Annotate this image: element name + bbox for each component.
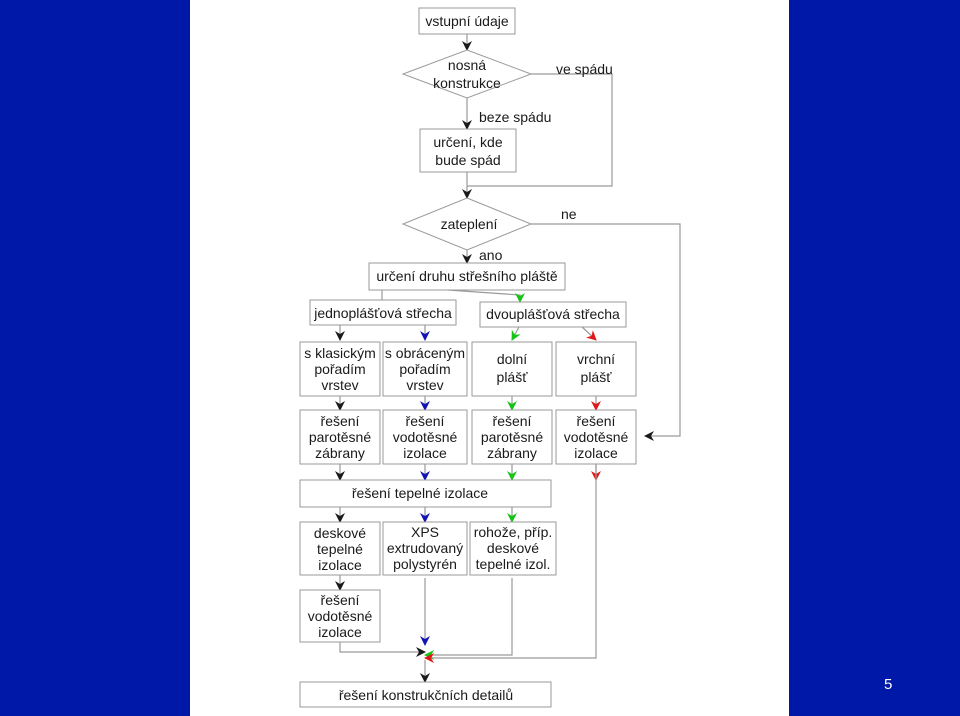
node-inverted-line-3: vrstev <box>406 377 443 393</box>
node-inverted-line-2: pořadím <box>399 361 450 377</box>
edge-label-yes: ano <box>479 247 503 263</box>
node-details: řešení konstrukčních detailů <box>299 681 552 708</box>
node-water-1: řešení vodotěsné izolace <box>382 409 468 465</box>
node-inverted: s obráceným pořadím vrstev <box>382 341 468 397</box>
decision-insulation-label: zateplení <box>441 216 498 232</box>
node-classic-line-1: s klasickým <box>304 345 376 361</box>
edge-sloped <box>467 73 613 187</box>
edge-water2-details <box>424 464 597 663</box>
node-xps-line-1: XPS <box>411 524 439 540</box>
node-vapor-2: řešení parotěsné zábrany <box>471 409 553 465</box>
connectors <box>335 34 681 683</box>
node-inverted-line-1: s obráceným <box>385 345 465 361</box>
node-vapor-1: řešení parotěsné zábrany <box>299 409 381 465</box>
node-boards: deskové tepelné izolace <box>299 521 381 576</box>
node-lower: dolní plášť <box>471 341 553 397</box>
decision-bearing-line-1: nosná <box>448 57 486 73</box>
node-boards-line-2: tepelné <box>317 541 363 557</box>
node-roof-type-label: určení druhu střešního pláště <box>376 268 558 284</box>
node-xps: XPS extrudovaný polystyrén <box>382 521 468 576</box>
node-mats-line-1: rohože, příp. <box>474 524 553 540</box>
node-upper-line-1: vrchní <box>577 351 615 367</box>
node-water-2: řešení vodotěsné izolace <box>555 409 637 465</box>
page-number: 5 <box>884 676 893 693</box>
node-input-label: vstupní údaje <box>425 13 508 29</box>
node-water-3-line-2: vodotěsné <box>308 608 373 624</box>
node-single-label: jednoplášťová střecha <box>313 305 452 321</box>
node-double: dvouplášťová střecha <box>479 301 627 328</box>
edge-type-double <box>447 289 525 303</box>
decision-bearing: nosná konstrukce <box>401 49 533 99</box>
node-vapor-1-line-1: řešení <box>321 413 360 429</box>
node-classic-line-2: pořadím <box>314 361 365 377</box>
node-vapor-2-line-1: řešení <box>493 413 532 429</box>
edge-label-flat: beze spádu <box>479 109 551 125</box>
node-classic: s klasickým pořadím vrstev <box>299 341 381 397</box>
node-double-label: dvouplášťová střecha <box>486 306 620 322</box>
node-mats: rohože, příp. deskové tepelné izol. <box>469 521 557 576</box>
node-vapor-1-line-3: zábrany <box>315 445 365 461</box>
decision-bearing-line-2: konstrukce <box>433 75 501 91</box>
node-input: vstupní údaje <box>418 7 516 35</box>
node-vapor-2-line-3: zábrany <box>487 445 537 461</box>
node-water-2-line-3: izolace <box>574 445 618 461</box>
node-boards-line-3: izolace <box>318 557 362 573</box>
node-upper-line-2: plášť <box>581 369 613 385</box>
node-mats-line-2: deskové <box>487 540 539 556</box>
edge-water3-details <box>339 642 426 657</box>
decision-insulation: zateplení <box>401 197 533 251</box>
node-water-3-line-3: izolace <box>318 624 362 640</box>
node-xps-line-3: polystyrén <box>393 556 457 572</box>
edge-label-sloped: ve spádu <box>556 61 613 77</box>
node-lower-line-1: dolní <box>497 351 527 367</box>
node-lower-line-2: plášť <box>497 369 529 385</box>
node-roof-type: určení druhu střešního pláště <box>368 262 566 291</box>
node-boards-line-1: deskové <box>314 525 366 541</box>
node-vapor-1-line-2: parotěsné <box>309 429 371 445</box>
node-upper: vrchní plášť <box>555 341 637 397</box>
node-water-2-line-1: řešení <box>577 413 616 429</box>
node-water-1-line-2: vodotěsné <box>393 429 458 445</box>
node-xps-line-2: extrudovaný <box>387 540 463 556</box>
edge-no <box>531 223 681 441</box>
node-details-label: řešení konstrukčních detailů <box>339 687 513 703</box>
node-vapor-2-line-2: parotěsné <box>481 429 543 445</box>
node-thermal-label: řešení tepelné izolace <box>352 485 488 501</box>
node-classic-line-3: vrstev <box>321 377 358 393</box>
node-slope: určení, kde bude spád <box>419 128 517 173</box>
edge-label-no: ne <box>561 206 577 222</box>
node-slope-line-1: určení, kde <box>433 134 502 150</box>
node-thermal: řešení tepelné izolace <box>299 479 552 508</box>
node-slope-line-2: bude spád <box>435 152 500 168</box>
node-single: jednoplášťová střecha <box>309 299 457 326</box>
node-water-1-line-1: řešení <box>406 413 445 429</box>
edge-mats-details <box>424 578 513 660</box>
node-water-2-line-2: vodotěsné <box>564 429 629 445</box>
node-water-3-line-1: řešení <box>321 592 360 608</box>
node-mats-line-3: tepelné izol. <box>476 556 551 572</box>
node-water-3: řešení vodotěsné izolace <box>299 589 381 643</box>
node-water-1-line-3: izolace <box>403 445 447 461</box>
